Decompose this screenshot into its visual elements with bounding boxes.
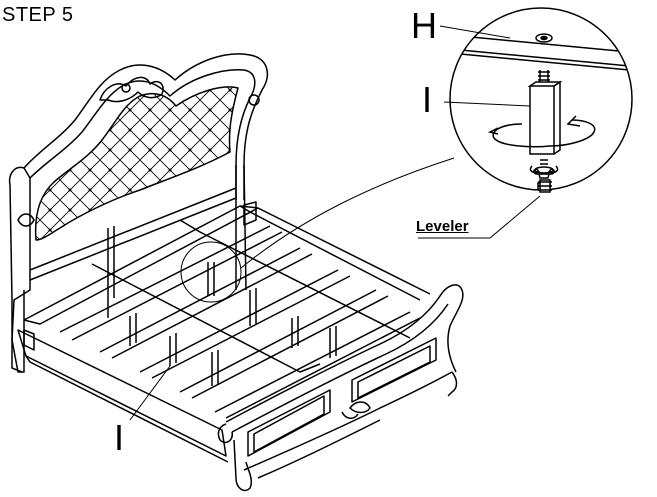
detail-view — [449, 7, 633, 193]
leader-line-i-detail — [443, 101, 531, 107]
part-label-i-main: I — [114, 417, 125, 458]
part-label-i-detail: I — [422, 79, 433, 120]
headboard — [8, 53, 269, 373]
step-title: STEP 5 — [2, 4, 74, 26]
leader-line-leveler — [418, 195, 541, 239]
detail-connector-line — [240, 157, 455, 269]
leveler-label: Leveler — [416, 218, 469, 235]
leader-line-i-main — [129, 365, 171, 421]
detail-indicator-circle — [180, 241, 242, 303]
leader-line-h — [439, 25, 511, 39]
footboard — [217, 284, 464, 492]
part-label-h: H — [411, 5, 437, 46]
bed-frame — [17, 201, 431, 463]
